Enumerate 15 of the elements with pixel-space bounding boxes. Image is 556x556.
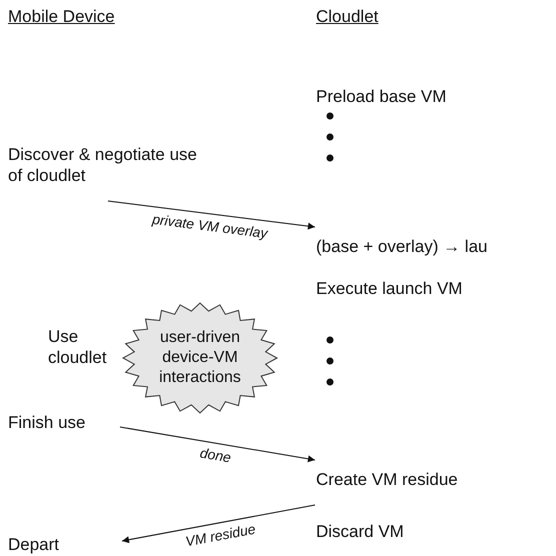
step-text: Execute launch VM <box>316 279 462 298</box>
step-text: Preload base VM <box>316 87 446 106</box>
column-heading: Cloudlet <box>316 6 378 27</box>
step-text: Discard VM <box>316 522 404 541</box>
step-text: Depart <box>8 535 60 554</box>
step-text: Discover & negotiate use of cloudlet <box>8 145 197 185</box>
arrow <box>108 200 316 230</box>
column-heading: Mobile Device <box>8 6 115 27</box>
arrow <box>122 504 316 544</box>
phase-label: Use cloudlet <box>48 326 108 368</box>
arrow <box>120 426 316 462</box>
step-text: Finish use <box>8 413 86 432</box>
step-text: (base + overlay) → lau <box>316 237 488 256</box>
interaction-text: user-driven device-VM interactions <box>158 328 242 388</box>
step-text: Create VM residue <box>316 470 458 489</box>
